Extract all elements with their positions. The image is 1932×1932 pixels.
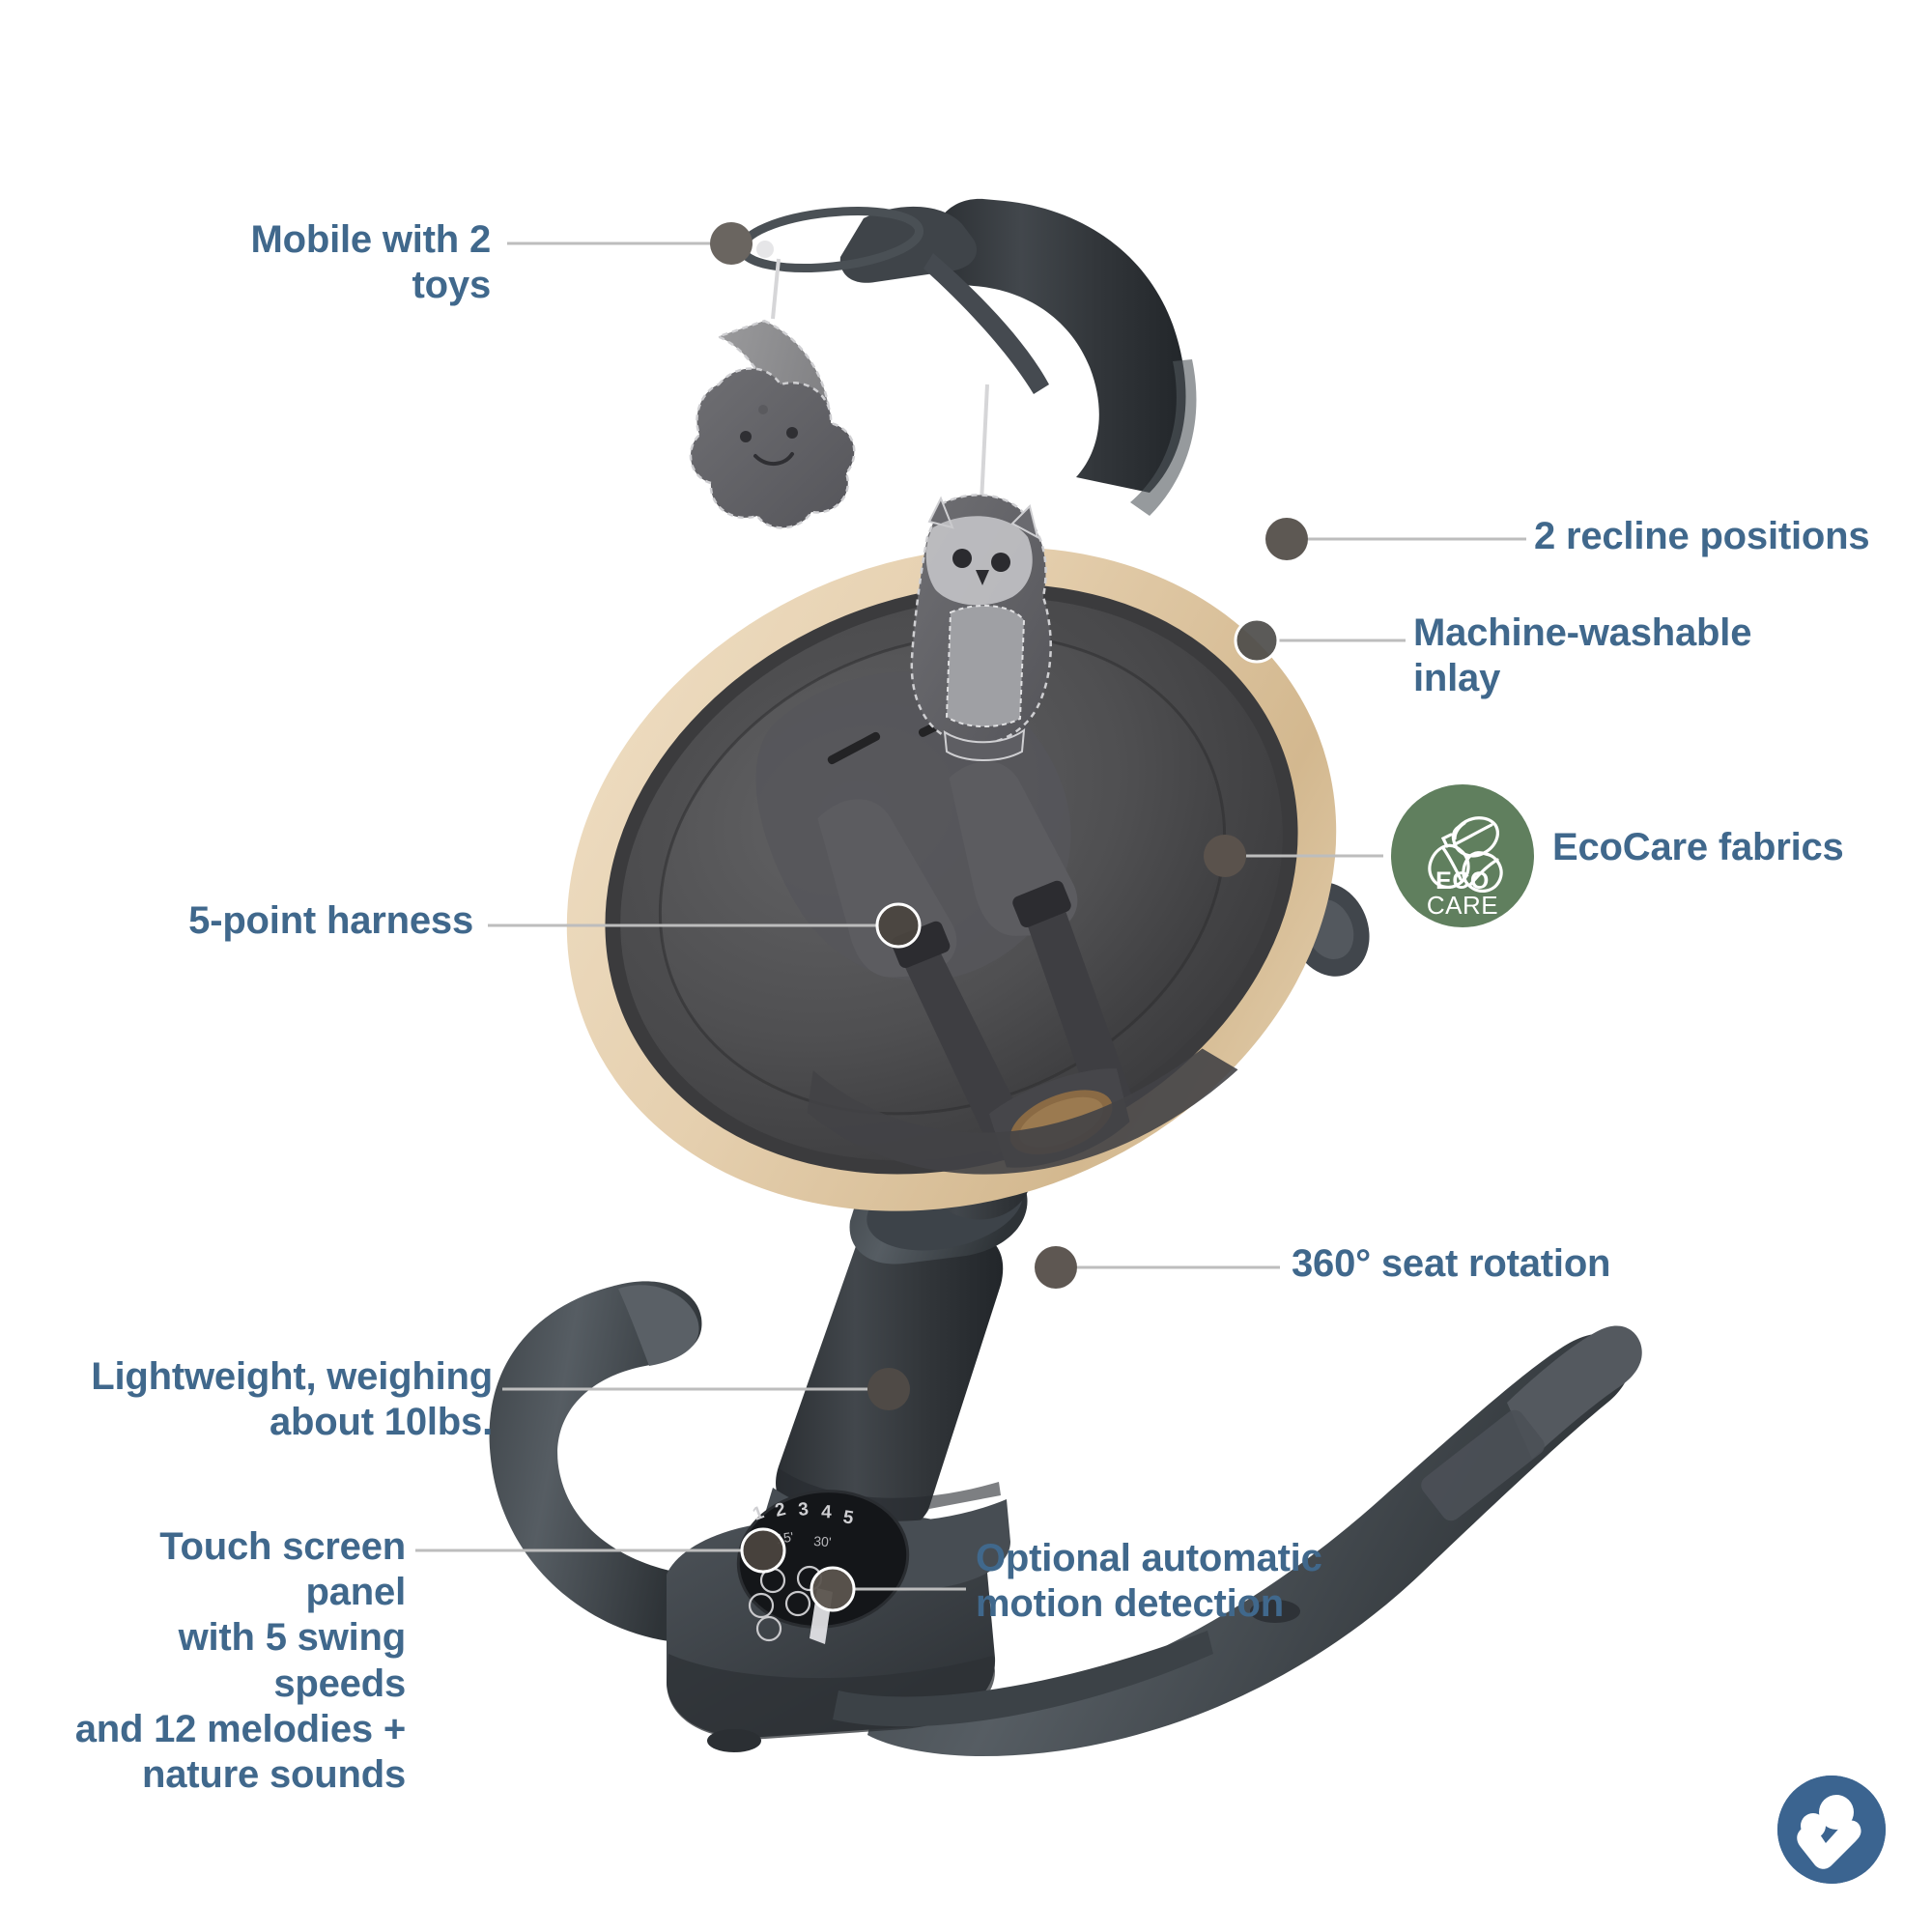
callout-label-ecocare-fabrics: EcoCare fabrics <box>1552 826 1844 868</box>
parent-and-baby-icon <box>1777 1776 1886 1884</box>
left-leg <box>489 1281 702 1642</box>
moon-cloud-toy <box>689 319 856 529</box>
panel-face <box>738 1491 908 1628</box>
runner-grip <box>1421 1409 1545 1521</box>
dot-lightweight <box>867 1368 910 1410</box>
dot-washable <box>1234 617 1280 664</box>
mobile-arch-highlight <box>1130 359 1197 516</box>
svg-text:5: 5 <box>841 1507 855 1528</box>
callout-label-lightweight: Lightweight, weighing about 10lbs. <box>91 1355 493 1444</box>
leader-lines <box>415 242 1526 1591</box>
volume-icon <box>748 1592 775 1619</box>
callout-label-mobile: Mobile with 2 toys <box>250 218 491 307</box>
ecocare-word-care: CARE <box>1426 891 1499 920</box>
svg-text:2: 2 <box>773 1499 787 1521</box>
callout-label-recline: 2 recline positions <box>1534 515 1870 557</box>
brand-logo <box>1777 1776 1886 1884</box>
foot-right <box>1250 1600 1300 1623</box>
dot-rotation <box>1035 1246 1077 1289</box>
seat-shell <box>566 547 1337 1211</box>
panel-bezel <box>736 1490 910 1629</box>
dot-touch <box>740 1527 786 1574</box>
callout-label-5-point-harness: 5-point harness <box>188 899 473 942</box>
dot-motion <box>810 1566 856 1612</box>
mobile-arch <box>932 198 1186 494</box>
harness-slot-left <box>827 731 881 765</box>
callout-label-touch-screen-panel: Touch screen panel with 5 swing speeds a… <box>74 1525 407 1796</box>
svg-text:3: 3 <box>797 1499 810 1520</box>
runner-end-cap <box>1507 1325 1642 1459</box>
base-front-bar <box>833 1631 1213 1727</box>
dot-mobile <box>710 222 753 265</box>
dot-harness <box>875 902 922 949</box>
panel-speed-marks: 1 2 3 4 5 <box>751 1499 856 1529</box>
left-leg-tip <box>618 1285 699 1366</box>
control-panel[interactable]: 1 2 3 4 5 15' 30' <box>729 1480 917 1644</box>
callout-label-optional-motion-detection: Optional automatic motion detection <box>976 1537 1322 1626</box>
ecocare-badge: ECO CARE <box>1391 784 1534 927</box>
harness-adjuster-right <box>1012 880 1071 927</box>
callout-dots <box>710 222 1308 1612</box>
toy-string-right <box>980 384 989 503</box>
callout-label-360-seat-rotation: 360° seat rotation <box>1292 1242 1611 1285</box>
inlay-outline <box>658 634 1227 1116</box>
svg-text:4: 4 <box>821 1502 833 1522</box>
dot-recline <box>1265 518 1308 560</box>
svg-text:30': 30' <box>813 1533 832 1549</box>
harness-strap-left <box>902 953 1032 1156</box>
callout-label-machine-washable-inlay: Machine-washable inlay <box>1413 611 1752 700</box>
toy-string-left <box>771 258 781 320</box>
three-leaves-icon <box>1428 816 1503 893</box>
mobile-ring-bead <box>756 241 774 258</box>
power-icon <box>755 1615 782 1642</box>
dot-ecocare <box>1204 835 1246 877</box>
music-icon <box>784 1590 811 1617</box>
mobile-side-arm <box>923 253 1049 394</box>
seat-cushion-fold <box>807 1048 1238 1175</box>
harness-strap-right <box>1026 912 1133 1118</box>
owl-toy <box>910 494 1052 761</box>
foot-left <box>707 1729 761 1752</box>
ecocare-word-eco: ECO <box>1435 867 1490 895</box>
